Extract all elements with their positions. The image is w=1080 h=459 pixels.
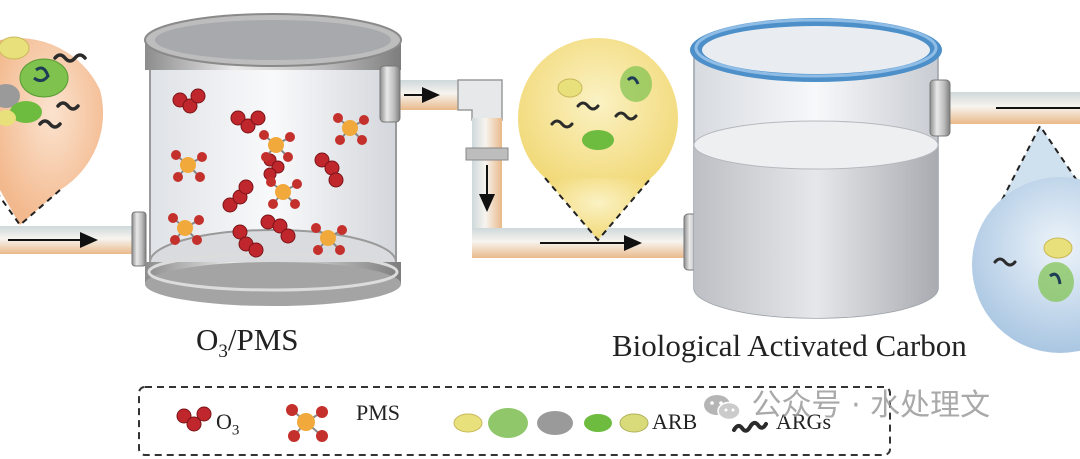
legend-o3-label: O3 [216,409,239,439]
stage-label-subscript: 3 [218,341,228,363]
legend-args-icon [732,420,768,433]
stage-label-ozone-pms: O3/PMS [196,322,299,363]
legend-arb-icon [453,408,649,438]
influent-bacteria [0,36,69,126]
watermark-text: 公众号 · 水处理文 [751,388,991,423]
bac-tank [690,18,942,319]
legend-args-label: ARGs [776,409,832,434]
ozone-pms-reactor [144,13,402,306]
stage-label-rest: /PMS [227,322,299,357]
legend-pms-icon [286,404,328,442]
influent-bubble [0,36,104,227]
legend-o3-main: O [216,409,232,434]
stage-label-bac: Biological Activated Carbon [612,328,967,363]
ozone-molecules [172,88,344,258]
connecting-pipe [379,65,701,271]
outlet-pipe [929,79,1080,137]
legend-o3-sub: 3 [231,422,240,439]
wechat-icon [702,392,742,422]
legend [138,386,891,456]
legend-ozone-icon [176,406,212,432]
effluent-bubble [972,124,1080,353]
legend-pms-label: PMS [356,400,401,425]
pms-molecules [168,113,369,255]
influent-genes [38,53,87,129]
stage-label-o: O [196,322,219,357]
watermark: 公众号 · 水处理文 [702,380,990,424]
intermediate-bubble [518,38,678,242]
legend-arb-label: ARB [652,409,698,434]
inlet-pipe [0,211,147,267]
